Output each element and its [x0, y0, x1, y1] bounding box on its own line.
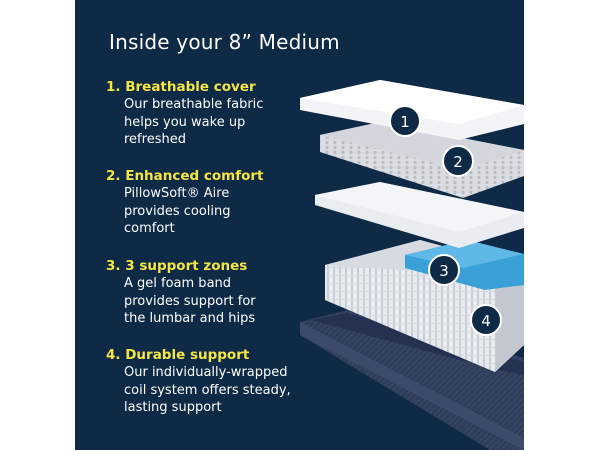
comfort-layer-waffle	[320, 122, 524, 198]
svg-text:3: 3	[439, 262, 449, 280]
description-line: lasting support	[124, 400, 222, 415]
description-line: PillowSoft® Aire	[124, 186, 230, 201]
feature-description: Our individually-wrapped coil system off…	[124, 364, 311, 417]
mattress-layers-illustration: 1 2 3 4	[300, 80, 524, 450]
page-title: Inside your 8” Medium	[109, 30, 340, 54]
comfort-layer-lower	[315, 182, 524, 248]
description-line: helps you wake up	[124, 114, 246, 130]
feature-breathable-cover: 1. Breathable cover Our breathable fabri…	[106, 79, 311, 149]
feature-support-zones: 3. 3 support zones A gel foam band provi…	[106, 258, 311, 328]
callout-1: 1	[389, 105, 421, 137]
feature-heading: 1. Breathable cover	[106, 79, 256, 95]
feature-description: Our breathable fabric helps you wake up …	[124, 96, 311, 149]
feature-description: PillowSoft® Aire provides cooling comfor…	[124, 185, 311, 238]
description-line: comfort	[124, 221, 175, 236]
description-line: Our breathable fabric	[124, 97, 264, 112]
description-line: provides cooling	[124, 203, 231, 219]
svg-text:2: 2	[453, 153, 463, 171]
description-line: provides support for	[124, 293, 256, 309]
info-panel: 1 2 3 4 Inside your 8” Medium 1. Breatha…	[75, 0, 524, 450]
svg-text:4: 4	[481, 312, 491, 330]
feature-description: A gel foam band provides support for the…	[124, 275, 311, 328]
callout-3: 3	[428, 254, 460, 286]
description-line: A gel foam band	[124, 276, 232, 291]
feature-heading: 3. 3 support zones	[106, 258, 248, 274]
callout-4: 4	[470, 304, 502, 336]
feature-heading: 2. Enhanced comfort	[106, 168, 264, 184]
feature-enhanced-comfort: 2. Enhanced comfort PillowSoft® Aire pro…	[106, 168, 311, 238]
feature-heading: 4. Durable support	[106, 347, 250, 363]
description-line: the lumbar and hips	[124, 311, 256, 326]
description-line: coil system offers steady,	[124, 382, 291, 398]
callout-2: 2	[442, 145, 474, 177]
svg-text:1: 1	[400, 113, 410, 131]
description-line: refreshed	[124, 132, 186, 147]
feature-durable-support: 4. Durable support Our individually-wrap…	[106, 347, 311, 417]
description-line: Our individually-wrapped	[124, 365, 288, 380]
